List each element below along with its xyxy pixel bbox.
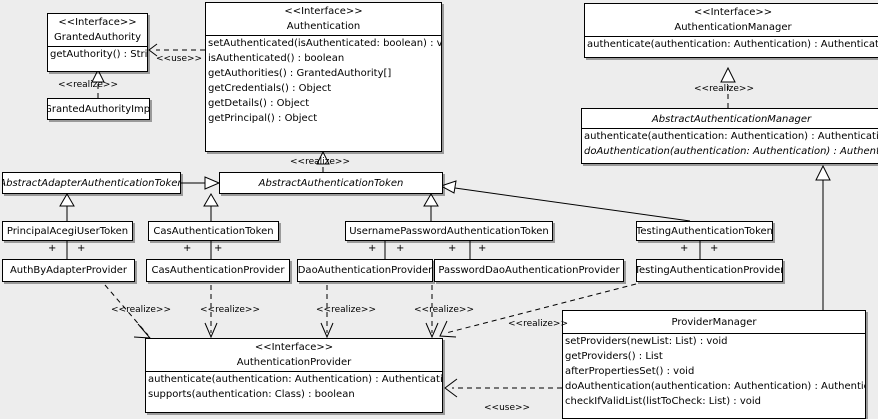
association-end-marker: + [183,243,192,254]
operation: setProviders(newList: List) : void [565,336,728,347]
operation: getAuthorities() : GrantedAuthority[] [208,68,392,79]
operation: setAuthenticated(isAuthenticated: boolea… [208,38,442,49]
association-end-marker: + [710,243,719,254]
class-name: GrantedAuthorityImpl [47,103,150,115]
association-end-marker: + [77,243,86,254]
operation: afterPropertiesSet() : void [565,366,695,377]
class-name: CasAuthenticationProvider [151,265,285,276]
edge-testingauthenticationtoken-extends-abstractauthenticationtoken [439,180,691,222]
operations-compartment: setProviders(newList: List) : void getPr… [563,333,865,409]
operation: authenticate(authentication: Authenticat… [587,39,878,50]
class-authentication-provider[interactable]: <<Interface>> AuthenticationProvider aut… [145,338,443,413]
class-name: AuthenticationProvider [236,357,352,368]
class-dao-authentication-provider[interactable]: DaoAuthenticationProvider [297,259,433,282]
class-authentication-manager[interactable]: <<Interface>> AuthenticationManager auth… [584,3,878,58]
class-header: <<Interface>> AuthenticationProvider [146,339,442,371]
operation: getDetails() : Object [208,98,310,109]
class-name: AbstractAuthenticationManager [651,114,812,125]
edge-principalacegiusertoken-extends-abstractadaptertoken [59,193,75,221]
edge-label-use-authentication-grantedauthority: <<use>> [156,54,203,64]
operations-compartment: authenticate(authentication: Authenticat… [585,36,878,52]
edge-label-realize-abstractauthenticationtoken: <<realize>> [290,157,350,167]
edge-usernamepasswordtoken-extends-abstractauthenticationtoken [423,193,439,221]
operation: isAuthenticated() : boolean [208,53,345,64]
class-name: CasAuthenticationToken [153,225,274,237]
edge-label-realize-casauthenticationprovider: <<realize>> [200,305,260,315]
edge-abstractadaptertoken-extends-abstractauthenticationtoken [181,176,221,190]
operations-compartment: authenticate(authentication: Authenticat… [582,128,878,159]
class-header: <<Interface>> AuthenticationManager [585,4,878,36]
operation: getPrincipal() : Object [208,113,318,124]
operation: getProviders() : List [565,351,663,362]
class-cas-authentication-token[interactable]: CasAuthenticationToken [148,221,279,241]
operations-compartment: setAuthenticated(isAuthenticated: boolea… [206,35,441,126]
operation: doAuthentication(authentication: Authent… [584,146,878,157]
operations-compartment: authenticate(authentication: Authenticat… [146,371,442,402]
class-name: PrincipalAcegiUserToken [6,225,129,237]
class-testing-authentication-provider[interactable]: TestingAuthenticationProvider [636,259,783,282]
class-name: DaoAuthenticationProvider [297,265,433,276]
edge-casauthenticationtoken-extends-abstractauthenticationtoken [203,193,219,221]
class-header: AbstractAuthenticationManager [582,109,878,128]
association-end-marker: + [680,243,689,254]
class-granted-authority-impl[interactable]: GrantedAuthorityImpl [47,98,150,120]
edge-label-realize-authbyadapterprovider: <<realize>> [111,305,171,315]
edge-providermanager-uses-authenticationprovider [444,378,562,398]
operation: getCredentials() : Object [208,83,332,94]
edge-label-realize-abstractauthenticationmanager: <<realize>> [694,84,754,94]
class-header: ProviderManager [563,311,865,333]
class-name: TestingAuthenticationProvider [636,265,783,276]
class-authentication[interactable]: <<Interface>> Authentication setAuthenti… [205,2,442,152]
operation: getAuthority() : String [50,49,148,60]
class-name: AbstractAdapterAuthenticationToken [2,177,181,189]
association-end-marker: + [478,243,487,254]
class-header: <<Interface>> GrantedAuthority [48,14,147,46]
class-name: UsernamePasswordAuthenticationToken [349,225,549,237]
class-testing-authentication-token[interactable]: TestingAuthenticationToken [636,221,773,241]
class-principal-acegi-user-token[interactable]: PrincipalAcegiUserToken [2,221,133,241]
class-auth-by-adapter-provider[interactable]: AuthByAdapterProvider [2,259,135,282]
edge-label-realize-passworddaoauthenticationprovider: <<realize>> [414,305,474,315]
operation: doAuthentication(authentication: Authent… [565,381,866,392]
class-name: ProviderManager [671,317,757,328]
operation: checkIfValidList(listToCheck: List) : vo… [565,396,762,407]
association-end-marker: + [396,243,405,254]
operation: supports(authentication: Class) : boolea… [148,389,355,400]
class-provider-manager[interactable]: ProviderManager setProviders(newList: Li… [562,310,866,419]
class-name: AuthenticationManager [674,22,792,33]
association-end-marker: + [368,243,377,254]
class-header: <<Interface>> Authentication [206,3,441,35]
stereotype-label: <<Interface>> [58,17,137,28]
class-password-dao-authentication-provider[interactable]: PasswordDaoAuthenticationProvider [434,259,624,282]
association-end-marker: + [448,243,457,254]
class-name: GrantedAuthority [53,32,142,43]
edge-label-realize-grantedauthorityimpl: <<realize>> [58,80,118,90]
class-abstract-authentication-token[interactable]: AbstractAuthenticationToken [219,172,443,194]
class-name: AuthByAdapterProvider [9,265,128,276]
class-name: PasswordDaoAuthenticationProvider [438,265,620,276]
class-name: Authentication [286,21,361,32]
class-granted-authority[interactable]: <<Interface>> GrantedAuthority getAuthor… [47,13,148,72]
association-end-marker: + [214,243,223,254]
association-end-marker: + [48,243,57,254]
edge-label-use-providermanager: <<use>> [484,403,531,413]
operation: authenticate(authentication: Authenticat… [148,374,443,385]
operation: authenticate(authentication: Authenticat… [584,131,878,142]
class-cas-authentication-provider[interactable]: CasAuthenticationProvider [146,259,290,282]
class-abstract-adapter-authentication-token[interactable]: AbstractAdapterAuthenticationToken [2,172,181,194]
stereotype-label: <<Interface>> [284,6,363,17]
class-abstract-authentication-manager[interactable]: AbstractAuthenticationManager authentica… [581,108,878,164]
class-name: TestingAuthenticationToken [636,225,773,237]
stereotype-label: <<Interface>> [254,342,334,353]
edge-label-realize-testingauthenticationprovider: <<realize>> [508,319,568,329]
edge-label-realize-daoauthenticationprovider: <<realize>> [316,305,376,315]
class-username-password-authentication-token[interactable]: UsernamePasswordAuthenticationToken [345,221,553,241]
stereotype-label: <<Interface>> [693,7,773,18]
operations-compartment: getAuthority() : String [48,46,147,62]
class-name: AbstractAuthenticationToken [258,177,404,189]
edge-providermanager-extends-abstractauthenticationmanager [815,164,831,310]
